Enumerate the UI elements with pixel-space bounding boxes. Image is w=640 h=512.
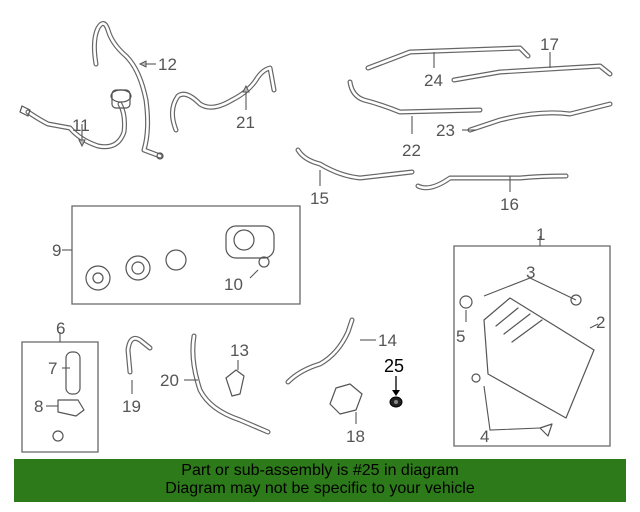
callout-7: 7 bbox=[48, 359, 57, 378]
part-1-condenser-box bbox=[453, 245, 611, 447]
callout-3: 3 bbox=[526, 263, 535, 282]
callout-20: 20 bbox=[160, 371, 179, 390]
part-12-hose bbox=[91, 21, 164, 160]
callout-22: 22 bbox=[402, 141, 421, 160]
part-15-pipe bbox=[295, 147, 415, 181]
banner-line-1: Part or sub-assembly is #25 in diagram bbox=[181, 462, 459, 479]
callout-24: 24 bbox=[424, 71, 443, 90]
callout-14: 14 bbox=[378, 331, 397, 350]
callout-10: 10 bbox=[224, 275, 243, 294]
part-21-hose bbox=[170, 65, 277, 133]
part-11-hose bbox=[19, 89, 132, 150]
part-6-receiver-box bbox=[21, 341, 99, 453]
part-19-pipe bbox=[125, 335, 153, 375]
callout-9: 9 bbox=[52, 241, 61, 260]
banner-line-2: Diagram may not be specific to your vehi… bbox=[165, 480, 475, 497]
callout-25: 25 bbox=[384, 356, 404, 376]
callout-8: 8 bbox=[34, 397, 43, 416]
callout-18: 18 bbox=[346, 427, 365, 446]
callout-1: 1 bbox=[536, 225, 545, 244]
callout-2: 2 bbox=[596, 313, 605, 332]
callout-16: 16 bbox=[500, 195, 519, 214]
part-20-pipe bbox=[190, 333, 271, 435]
part-25-fitting bbox=[389, 396, 403, 408]
part-9-compressor-box bbox=[71, 205, 301, 305]
part-17-pipe bbox=[451, 63, 613, 83]
callout-19: 19 bbox=[122, 397, 141, 416]
callout-5: 5 bbox=[456, 327, 465, 346]
callout-6: 6 bbox=[56, 319, 65, 338]
part-22-pipe bbox=[347, 79, 483, 115]
callout-4: 4 bbox=[480, 427, 489, 446]
callout-21: 21 bbox=[236, 113, 255, 132]
part-18-bracket bbox=[329, 383, 363, 415]
parts-diagram: 11 12 21 24 17 22 23 bbox=[19, 21, 613, 453]
callout-13: 13 bbox=[230, 341, 249, 360]
part-14-hose bbox=[285, 317, 355, 385]
info-banner: Part or sub-assembly is #25 in diagram D… bbox=[14, 459, 626, 502]
callout-15: 15 bbox=[310, 189, 329, 208]
part-24-pipe bbox=[365, 45, 531, 71]
part-16-pipe bbox=[415, 173, 569, 191]
part-13-bracket bbox=[225, 369, 245, 397]
part-23-pipe bbox=[467, 101, 613, 133]
callout-17: 17 bbox=[540, 35, 559, 54]
callout-23: 23 bbox=[436, 121, 455, 140]
callout-12: 12 bbox=[158, 55, 177, 74]
callout-11: 11 bbox=[72, 116, 90, 135]
